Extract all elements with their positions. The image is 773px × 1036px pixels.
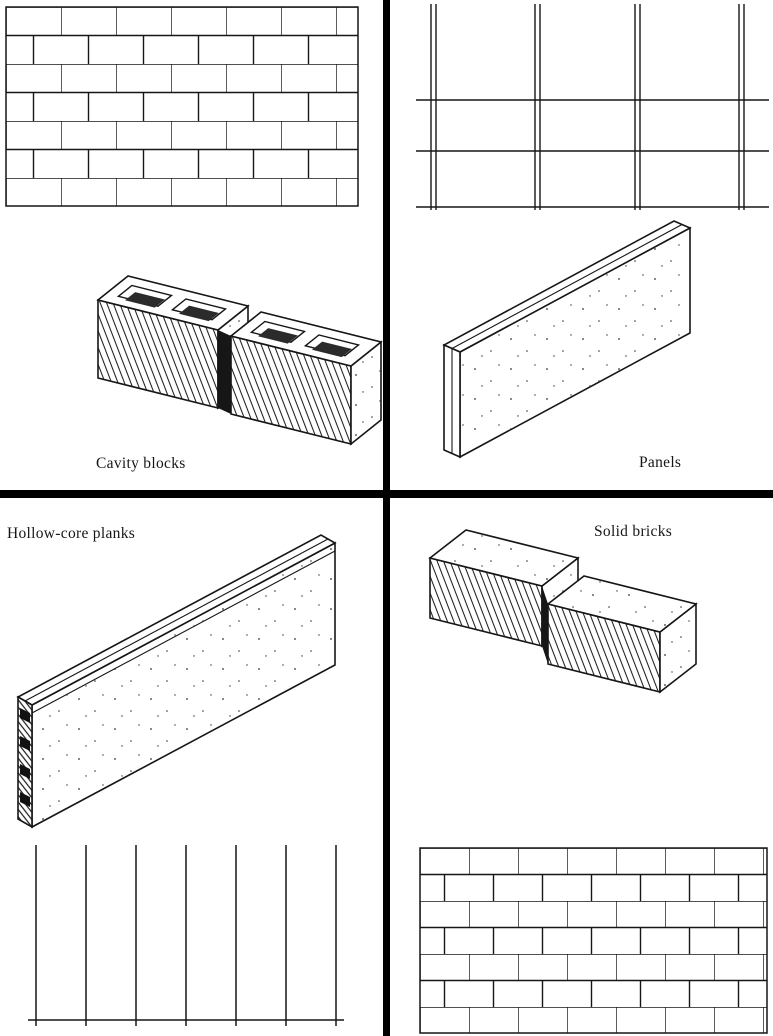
- panel-illustration: [442, 220, 692, 459]
- quadrant-hollow-core-planks: Hollow-core planks: [7, 525, 344, 1026]
- plank-core-hole: [20, 792, 30, 807]
- label-cavity-blocks: Cavity blocks: [96, 455, 186, 472]
- plank-core-hole: [20, 736, 30, 751]
- label-panels: Panels: [639, 454, 681, 471]
- plank-wall-pattern: [28, 845, 344, 1026]
- vertical-divider: [383, 0, 390, 1036]
- plank-top-layer-line: [24, 538, 329, 702]
- quadrant-solid-bricks: Solid bricks: [419, 523, 768, 1034]
- brick-wall-pattern-top-left: [5, 6, 359, 207]
- hollow-core-plank-illustration: [16, 534, 337, 829]
- plank-front-edge-line: [31, 550, 336, 714]
- panel-front-stipple: [460, 228, 690, 457]
- quadrant-panels: Panels: [416, 4, 769, 471]
- label-solid-bricks: Solid bricks: [594, 523, 672, 540]
- plank-core-hole: [20, 764, 30, 779]
- panel-top-layer-line: [451, 224, 683, 349]
- label-hollow-core-planks: Hollow-core planks: [7, 525, 135, 542]
- plank-front-stipple: [32, 543, 335, 827]
- solid-bricks-illustration: [429, 529, 697, 693]
- solid-bricks-joint-gap: [542, 586, 548, 664]
- plank-core-hole: [20, 708, 30, 723]
- panel-wall-pattern: [416, 4, 769, 210]
- cavity-blocks-illustration: [97, 275, 382, 445]
- quadrant-cavity-blocks: Cavity blocks: [5, 6, 382, 472]
- horizontal-divider: [0, 490, 773, 498]
- cavity-blocks-joint-gap: [218, 330, 231, 414]
- brick-wall-pattern-bottom-right: [419, 847, 768, 1034]
